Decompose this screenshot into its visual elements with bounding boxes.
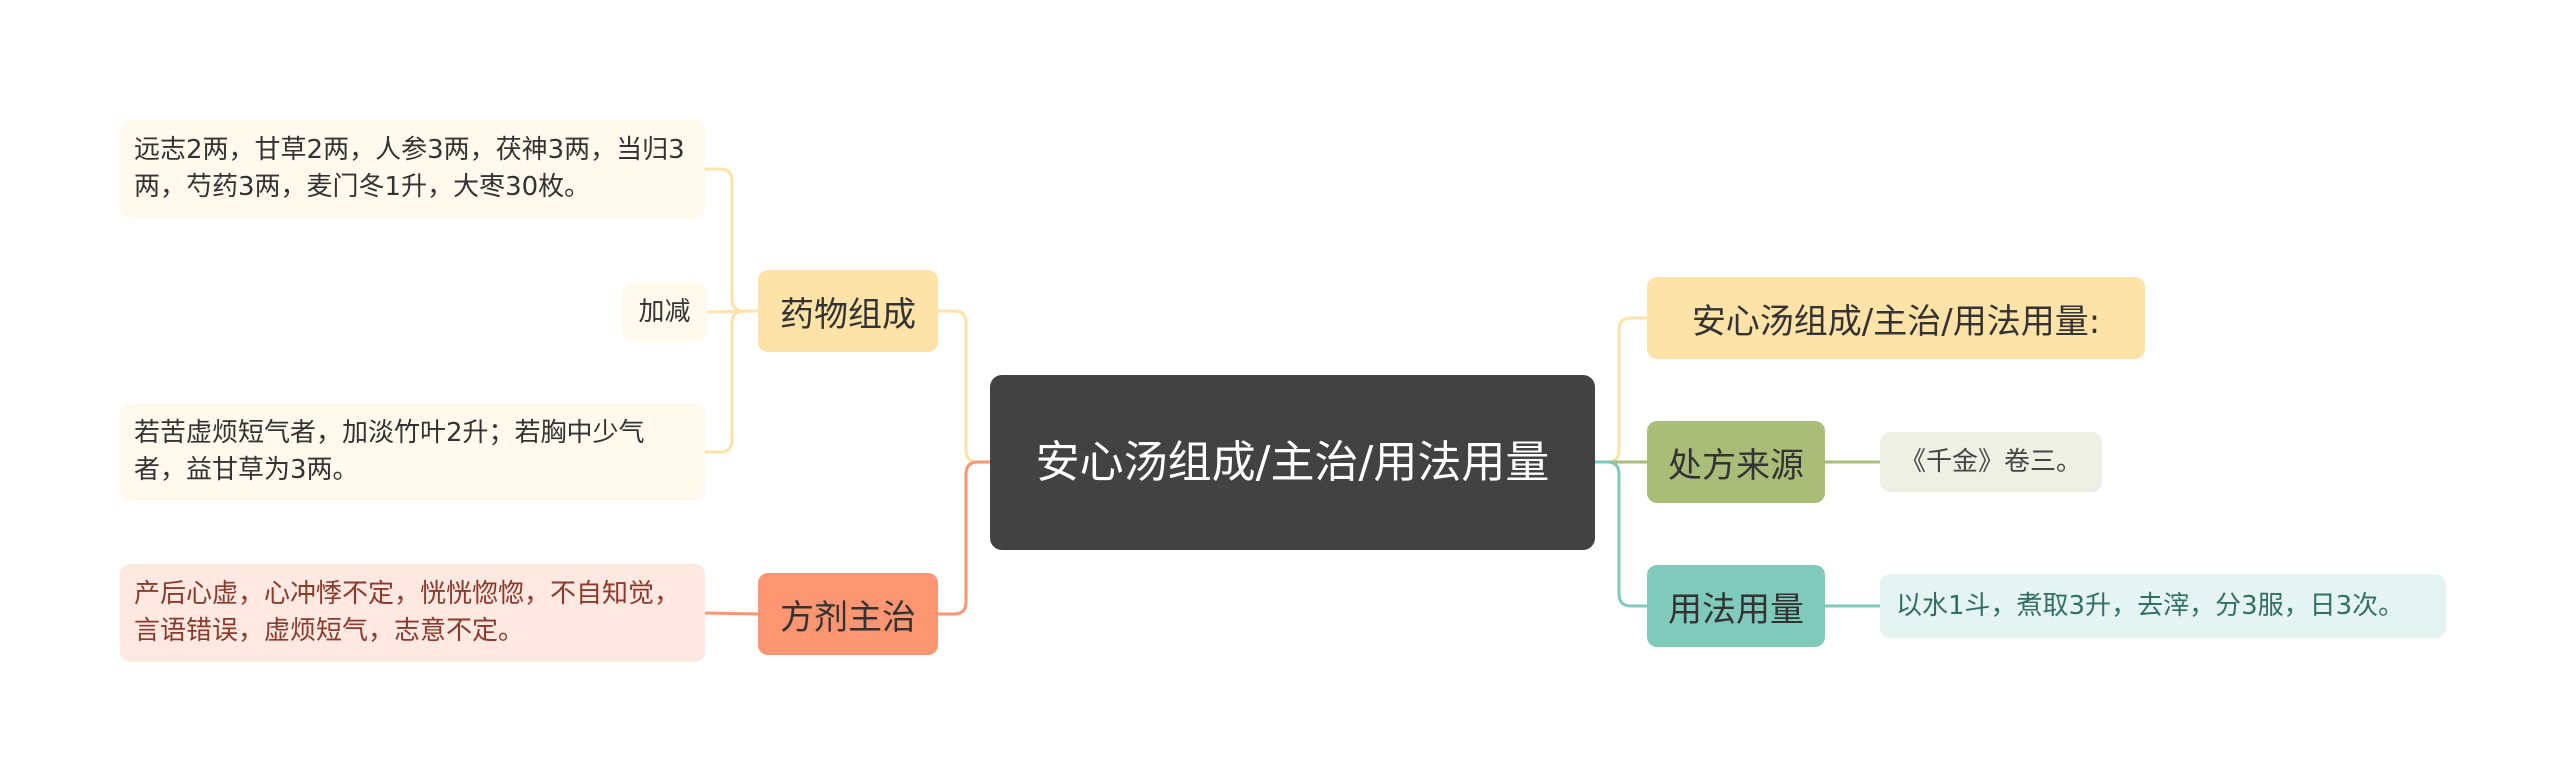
link-fangji-indication <box>704 611 759 616</box>
leaf-jiajian[interactable]: 加减 <box>622 282 707 342</box>
leaf-ingredients[interactable]: 远志2两，甘草2两，人参3两，茯神3两，当归3两，芍药3两，麦门冬1升，大枣30… <box>120 120 705 218</box>
branch-fangji-label: 方剂主治 <box>780 597 916 638</box>
link-yaowu-ingredients <box>705 167 758 313</box>
link-center-fangji <box>938 460 990 616</box>
leaf-usage[interactable]: 以水1斗，煮取3升，去滓，分3服，日3次。 <box>1880 574 2446 638</box>
link-center-usage <box>1595 460 1647 608</box>
branch-usage-label: 用法用量 <box>1668 589 1804 630</box>
branch-yaowu-label: 药物组成 <box>780 294 916 335</box>
leaf-ingredients-text: 远志2两，甘草2两，人参3两，茯神3两，当归3两，芍药3两，麦门冬1升，大枣30… <box>134 135 685 202</box>
link-center-yaowu <box>938 309 990 464</box>
leaf-jiajian-text: 加减 <box>638 296 691 327</box>
center-topic-label: 安心汤组成/主治/用法用量 <box>1035 436 1550 488</box>
center-topic[interactable]: 安心汤组成/主治/用法用量 <box>990 375 1595 550</box>
link-yaowu-modification <box>705 309 758 454</box>
leaf-modification-text: 若苦虚烦短气者，加淡竹叶2升；若胸中少气者，益甘草为3两。 <box>134 418 645 485</box>
branch-yaowu-zucheng[interactable]: 药物组成 <box>758 270 938 352</box>
leaf-modification[interactable]: 若苦虚烦短气者，加淡竹叶2升；若胸中少气者，益甘草为3两。 <box>120 403 705 501</box>
branch-fangji-zhuzhi[interactable]: 方剂主治 <box>758 573 938 655</box>
link-center-title <box>1595 316 1647 464</box>
branch-title[interactable]: 安心汤组成/主治/用法用量: <box>1647 277 2145 359</box>
leaf-indication-text: 产后心虚，心冲悸不定，恍恍惚惚，不自知觉，言语错误，虚烦短气，志意不定。 <box>134 579 681 646</box>
leaf-source-text: 《千金》卷三。 <box>1899 446 2082 477</box>
branch-yongfa-yongliang[interactable]: 用法用量 <box>1647 565 1825 647</box>
branch-title-label: 安心汤组成/主治/用法用量: <box>1691 301 2101 342</box>
leaf-usage-text: 以水1斗，煮取3升，去滓，分3服，日3次。 <box>1896 590 2405 621</box>
leaf-source[interactable]: 《千金》卷三。 <box>1880 432 2102 492</box>
branch-chufang-laiyuan[interactable]: 处方来源 <box>1647 421 1825 503</box>
branch-source-label: 处方来源 <box>1668 445 1804 486</box>
leaf-indication[interactable]: 产后心虚，心冲悸不定，恍恍惚惚，不自知觉，言语错误，虚烦短气，志意不定。 <box>120 564 705 662</box>
